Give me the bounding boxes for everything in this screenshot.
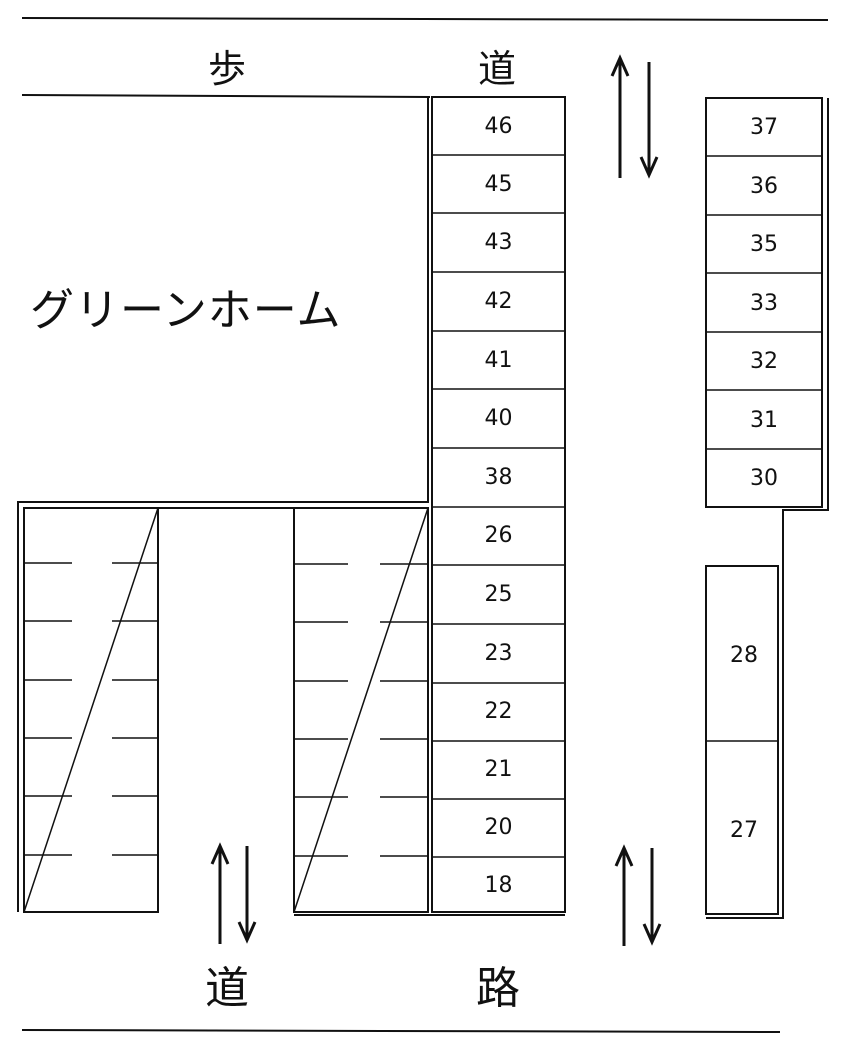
slot-number: 21 (484, 757, 513, 782)
road-bottom-line (21, 1029, 781, 1033)
two-way-arrow-icon (210, 54, 662, 946)
slot-number: 25 (484, 582, 513, 607)
slot-number: 37 (750, 115, 778, 140)
slot-number: 26 (484, 523, 513, 548)
slot-number: 27 (730, 818, 758, 843)
slot-number: 41 (484, 348, 513, 373)
slot-number: 35 (750, 232, 778, 257)
right-slot-column-top (705, 97, 823, 508)
right-slot-column-bottom (705, 565, 779, 915)
slot-number: 22 (484, 699, 513, 724)
slot-number: 46 (484, 114, 513, 139)
sidewalk-bottom-line (21, 94, 431, 98)
slot-number: 36 (750, 174, 778, 199)
slot-number: 23 (484, 641, 513, 666)
slot-number: 45 (484, 172, 513, 197)
slot-number: 33 (750, 291, 778, 316)
slot-number: 31 (750, 408, 778, 433)
sidewalk-top-line (21, 17, 829, 21)
road-label: 路 (476, 963, 520, 1014)
slot-number: 28 (730, 643, 758, 668)
slot-number: 18 (484, 873, 513, 898)
sidewalk-label: 道 (478, 47, 517, 91)
sidewalk-label: 歩 (208, 47, 247, 91)
slot-number: 43 (484, 230, 513, 255)
slot-number: 20 (484, 815, 513, 840)
motorcycle-area-right (293, 507, 429, 913)
slot-number: 30 (750, 466, 778, 491)
center-slot-column (431, 96, 566, 913)
road-label: 道 (205, 963, 249, 1014)
slot-number: 32 (750, 349, 778, 374)
motorcycle-area-left (23, 507, 159, 913)
slot-number: 38 (484, 465, 513, 490)
building-label: グリーンホーム (30, 285, 342, 336)
slot-number: 42 (484, 289, 513, 314)
slot-number: 40 (484, 406, 513, 431)
